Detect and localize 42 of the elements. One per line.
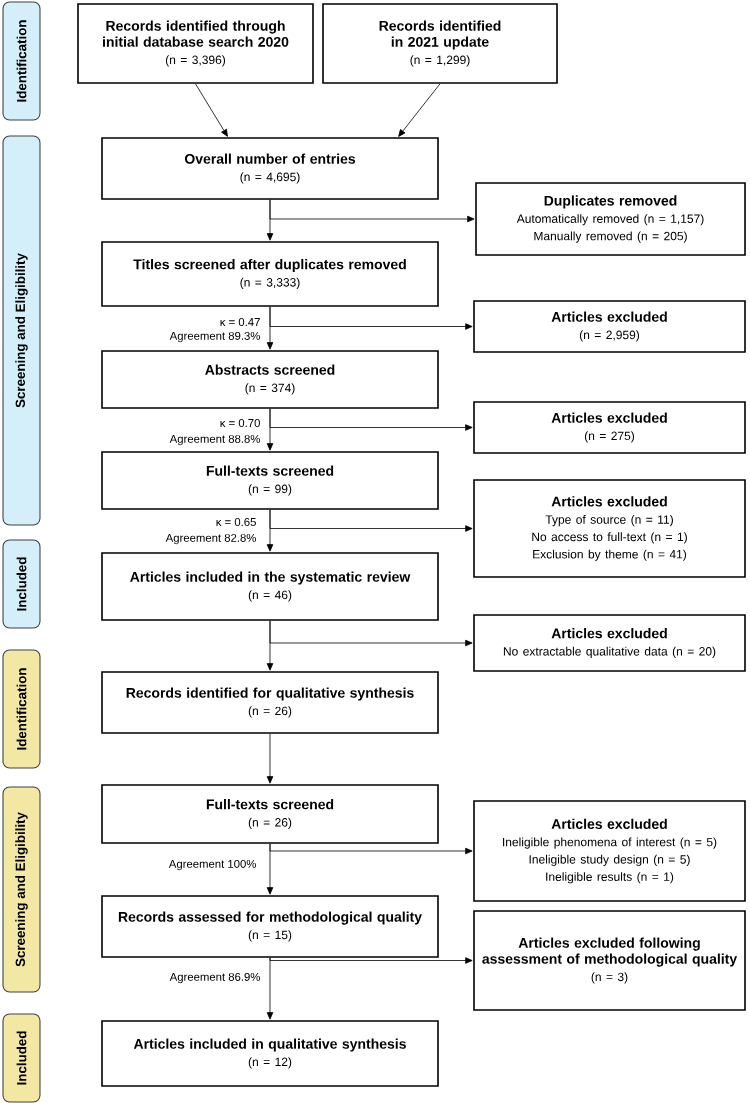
process-box: Titles screened after duplicates removed (n = 3,333) [101,241,439,307]
exclusion-box: Articles excluded Ineligible phenomena of interest (n = 5) Ineligible study design (n = 5) Ineligible results (n = 1) [473,800,746,902]
arrow [269,620,473,647]
process-box: Records assessed for methodological quality (n = 15) [101,895,439,958]
exclusion-box: Duplicates removed Automatically removed (n = 1,157) Manually removed (n = 205) [475,182,746,256]
process-box: Articles included in qualitative synthesis (n = 12) [101,1020,439,1087]
agreement-label: κ = 0.70 [220,419,260,427]
arrow [398,83,441,137]
agreement-label: Agreement 82.8% [165,533,256,545]
phase-band: Included [2,1013,41,1103]
exclusion-box: Articles excluded (n = 2,959) [473,300,746,353]
agreement-label: Agreement 86.9% [169,972,260,984]
agreement-label: κ = 0.47 [220,318,260,326]
arrow [269,408,473,431]
agreement-label: Agreement 88.8% [169,434,260,446]
arrow [195,83,228,137]
agreement-label: κ = 0.65 [216,518,256,526]
phase-band: Screening and Eligibility [2,786,41,993]
process-box: Articles included in the systematic review (n = 46) [101,552,439,621]
process-box: Overall number of entries (n = 4,695) [101,137,439,200]
process-box: Records identified for qualitative synthesis (n = 26) [101,671,439,734]
arrow [266,733,274,784]
arrow [269,306,473,330]
process-box: Full-texts screened (n = 26) [101,784,439,844]
arrow [269,957,473,964]
exclusion-box: Articles excluded Type of source (n = 11) No access to full-text (n = 1) Exclusion by theme (n = 41) [473,479,746,578]
process-box: Full-texts screened (n = 99) [101,451,439,510]
phase-band: Screening and Eligibility [2,135,41,526]
process-box: Abstracts screened (n = 374) [101,350,439,409]
process-box: Records identified in 2021 update (n = 1,299) [322,3,558,84]
exclusion-box: Articles excluded (n = 275) [473,401,746,454]
agreement-label: Agreement 100% [168,859,256,871]
process-box: Records identified through initial database search 2020 (n = 3,396) [77,3,314,84]
phase-band: Included [2,539,41,629]
exclusion-box: Articles excluded following assessment of methodological quality (n = 3) [473,910,746,1011]
phase-band: Identification [2,1,41,121]
arrow [269,199,475,223]
arrow [269,509,473,532]
phase-band: Identification [2,649,41,769]
agreement-label: Agreement 89.3% [169,331,260,343]
arrow [269,843,473,855]
exclusion-box: Articles excluded No extractable qualitative data (n = 20) [473,614,746,672]
